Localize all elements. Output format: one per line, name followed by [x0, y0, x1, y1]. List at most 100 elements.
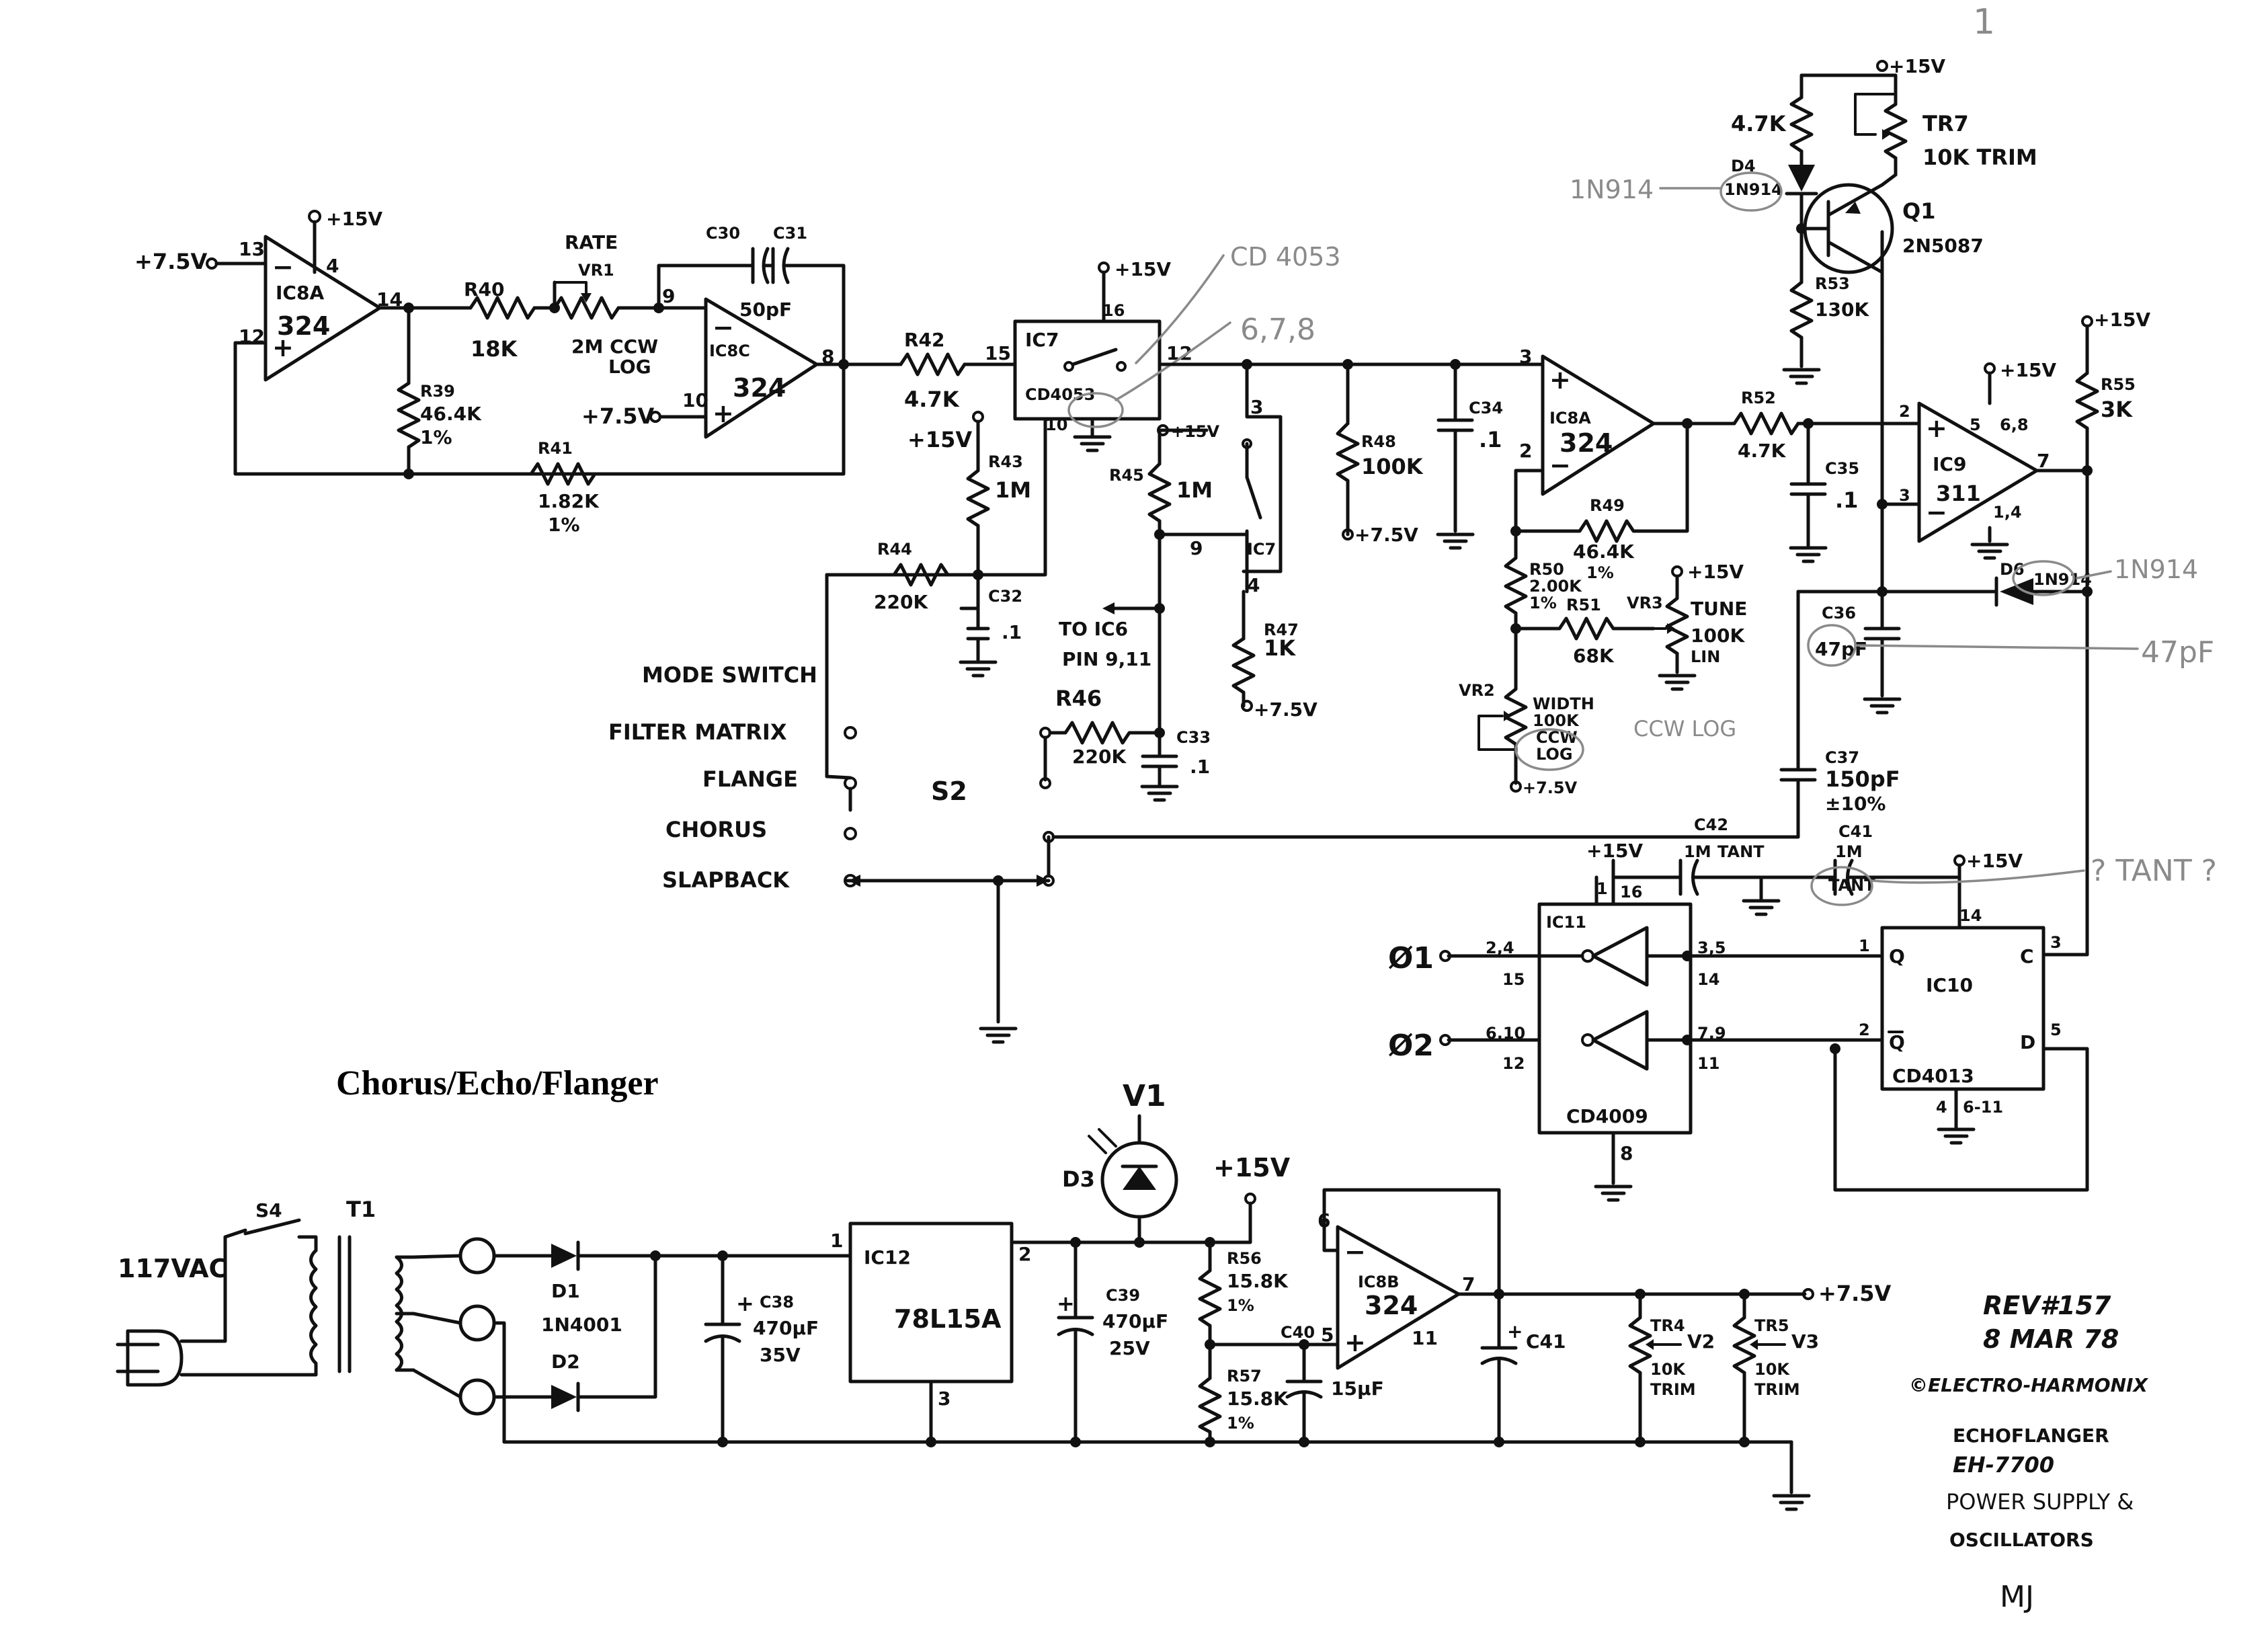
label-ic9-ref: IC9 — [1933, 453, 1966, 475]
label-parts-r48v: 100K — [1361, 454, 1424, 479]
schematic-symbol-label: + — [713, 399, 734, 428]
label-nets-v15: +15V — [1889, 55, 1945, 77]
label-parts-c41a: C41 — [1838, 822, 1873, 841]
label-parts-d6: D6 — [2000, 560, 2025, 579]
label-parts-r52v: 4.7K — [1738, 440, 1787, 462]
label-pins-0: 9 — [662, 285, 675, 307]
ic7-switch: IC7 CD4053 15 16 12 10 — [985, 301, 1192, 434]
label-pins-1: 15 — [1502, 970, 1525, 989]
label-parts-r48: R48 — [1361, 432, 1396, 451]
label-parts-c31: C31 — [773, 224, 807, 243]
label-parts-c41: C41 — [1526, 1330, 1566, 1353]
mode-filter-matrix: FILTER MATRIX — [608, 719, 787, 745]
schematic-symbol-label: + — [272, 333, 294, 362]
label-parts-r56: R56 — [1227, 1249, 1262, 1268]
label-parts-c40: C40 — [1281, 1323, 1315, 1342]
model-part: EH-7700 — [1953, 1452, 2054, 1478]
label-pins-4: 7 — [2037, 450, 2050, 472]
label-ic7b-ref: IC7 — [1247, 540, 1276, 559]
net-v1: V1 — [1123, 1079, 1166, 1113]
label-parts-tr5v: 10K — [1754, 1360, 1790, 1379]
label-parts-d1: D1 — [551, 1280, 580, 1302]
label-parts-r45: R45 — [1109, 466, 1144, 485]
schematic-symbol-label: + — [1926, 413, 1947, 443]
label-parts-c36: C36 — [1822, 604, 1856, 623]
label-117vac: 117VAC — [118, 1254, 227, 1283]
schematic-symbol-label: − — [713, 313, 734, 342]
ic11-buffer: IC11 CD4009 2,4 15 3,5 14 6,10 12 7,9 11… — [1486, 879, 1726, 1164]
label-parts-r49v: 46.4K — [1573, 540, 1635, 563]
label-parts-vr2v4: LOG — [1536, 745, 1573, 764]
label-parts-r50: R50 — [1529, 560, 1564, 579]
ic8c-opamp: IC8C 324 − + 9 10 8 — [662, 285, 834, 439]
label-parts-c37v: 150pF — [1825, 766, 1900, 792]
label-pins-3: 11 — [1412, 1327, 1438, 1349]
model-name: ECHOFLANGER — [1953, 1425, 2109, 1447]
label-pins-3: 4 — [326, 255, 339, 277]
rev-number: REV#157 — [1983, 1291, 2111, 1320]
label-pins-0: 2,4 — [1486, 938, 1514, 957]
label-ic10-c: C — [2020, 945, 2034, 967]
label-parts-vr2v3: CCW — [1536, 728, 1578, 747]
label-parts-t1: T1 — [346, 1197, 376, 1222]
note-cd4053: CD 4053 — [1230, 242, 1341, 272]
label-pins-2: 8 — [821, 346, 834, 368]
label-parts-c40v: 15µF — [1331, 1377, 1384, 1400]
label-parts-r56v: 15.8K — [1227, 1270, 1289, 1292]
label-nets-v75: +7.5V — [1523, 778, 1578, 797]
label-parts-c42: C42 — [1694, 815, 1728, 834]
s2-ref: S2 — [931, 776, 967, 806]
label-parts-c31v: 50pF — [739, 298, 792, 321]
label-pins-1: 3 — [1899, 486, 1910, 505]
label-parts-c42t: TANT — [1717, 842, 1765, 861]
initials: MJ — [2000, 1580, 2034, 1614]
rev-date: 8 MAR 78 — [1983, 1324, 2119, 1354]
label-parts-vr3v3: LIN — [1691, 647, 1720, 666]
note-pin: PIN 9,11 — [1062, 648, 1151, 670]
label-parts-r55: R55 — [2101, 375, 2136, 394]
label-parts-rate: RATE — [565, 231, 618, 253]
label-parts-c35v: .1 — [1835, 487, 1858, 513]
schematic-symbol-label: + — [736, 1291, 754, 1316]
label-ic11-ref: IC11 — [1546, 913, 1586, 932]
ic9-comparator: + − IC9 311 2 3 5 6,8 7 1,4 — [1899, 401, 2050, 543]
label-parts-c36v: 47pF — [1815, 638, 1867, 660]
label-parts-c39t: 25V — [1109, 1337, 1150, 1359]
label-parts-d4v: 1N914 — [1724, 180, 1783, 199]
label-parts-vr1: VR1 — [578, 261, 614, 280]
ic8a-ref: IC8A — [276, 282, 324, 304]
label-pins-1: 10 — [682, 389, 708, 411]
schematic-symbol-label: − — [1926, 497, 1947, 527]
ic10-flipflop: Q Q C D IC10 CD4013 1 2 3 5 14 4 6-11 — [1859, 906, 2062, 1117]
label-nets-v75: +7.5V — [1354, 524, 1418, 546]
label-notes-n47pf: 47pF — [2141, 635, 2214, 670]
label-parts-r39t: 1% — [420, 426, 452, 448]
label-parts-r39: R39 — [420, 382, 455, 401]
diagram-title: Chorus/Echo/Flanger — [336, 1064, 659, 1103]
label-pins-0: 3 — [1519, 346, 1532, 368]
label-parts-vr3: VR3 — [1627, 594, 1663, 612]
label-parts-c38t: 35V — [760, 1344, 801, 1366]
label-parts-c32: C32 — [988, 587, 1022, 606]
label-parts-c37: C37 — [1825, 748, 1859, 767]
label-parts-r41t: 1% — [548, 514, 580, 536]
label-parts-vr1v: 2M CCW — [571, 335, 658, 358]
schematic-symbol-label: + — [1057, 1291, 1075, 1316]
label-pins-2: 7 — [1462, 1273, 1475, 1295]
label-parts-d3: D3 — [1062, 1166, 1095, 1192]
label-nets-v15: +15V — [1213, 1153, 1291, 1183]
label-parts-c38v: 470µF — [753, 1317, 819, 1339]
label-notes-corner: 1 — [1973, 2, 1995, 42]
label-ic10-ref: IC10 — [1926, 974, 1973, 996]
label-parts-q1: Q1 — [1902, 198, 1935, 224]
label-ic9-type: 311 — [1936, 481, 1981, 506]
label-parts-q1v: 2N5087 — [1902, 235, 1984, 257]
label-parts-r49t: 1% — [1586, 563, 1614, 582]
label-notes-tant: ? TANT ? — [2091, 854, 2217, 888]
label-ic7-ref: IC7 — [1025, 329, 1059, 351]
label-parts-c34v: .1 — [1479, 427, 1502, 452]
desc-line2: OSCILLATORS — [1949, 1529, 2094, 1551]
label-parts-c33v: .1 — [1190, 756, 1210, 778]
label-parts-r42v: 4.7K — [904, 387, 960, 412]
